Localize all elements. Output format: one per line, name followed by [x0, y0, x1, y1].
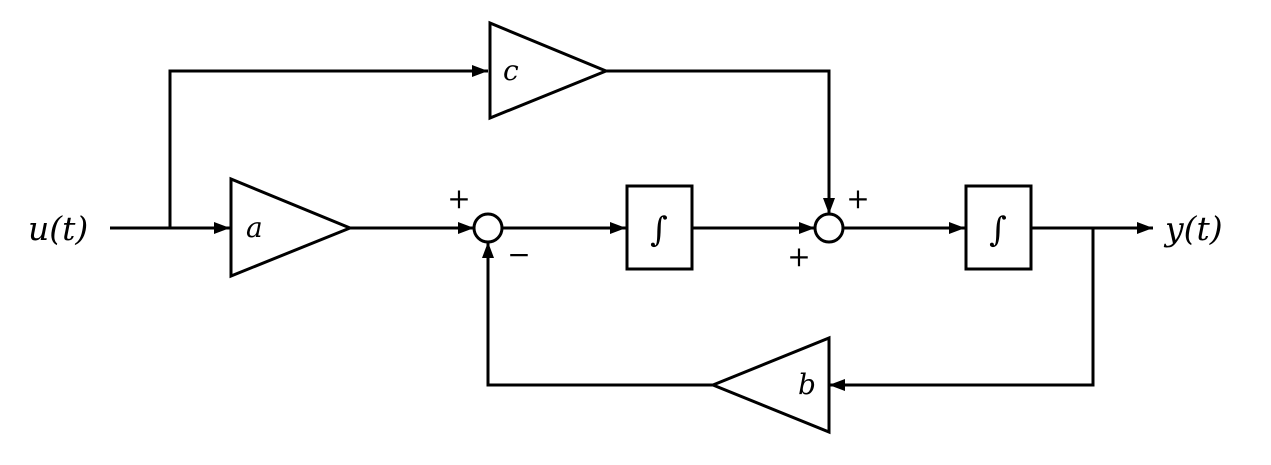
output-signal-label: y(t) — [1163, 209, 1223, 248]
sum2-top-sign: + — [846, 182, 869, 215]
sum1-bottom-sign: − — [507, 238, 530, 271]
integrator-1-symbol: ∫ — [650, 210, 668, 250]
integrator-2-box — [964, 184, 1033, 271]
summing-junction-1-circle — [472, 212, 504, 244]
integrator-block-1: ∫ — [625, 184, 694, 271]
wire-c-to-sum2 — [606, 69, 835, 214]
gain-block-c: c — [488, 20, 610, 121]
signal-wires — [110, 65, 1153, 391]
wire-output-to-b — [829, 228, 1095, 391]
wire-input-to-c — [168, 65, 488, 228]
integrator-2-symbol: ∫ — [989, 210, 1007, 250]
gain-a-label: a — [246, 211, 263, 244]
gain-a-triangle — [229, 176, 354, 279]
integrator-block-2: ∫ — [964, 184, 1033, 271]
sum2-bottom-sign: + — [787, 240, 810, 273]
wire-b-to-sum1 — [482, 242, 713, 387]
sum1-top-sign: + — [447, 182, 470, 215]
gain-b-triangle — [709, 335, 831, 435]
gain-c-triangle — [488, 20, 610, 121]
summing-junction-2-circle — [813, 212, 845, 244]
gain-c-label: c — [503, 54, 519, 87]
gain-block-b: b — [709, 335, 831, 435]
summing-junction-1: + − — [447, 182, 530, 271]
gain-b-label: b — [798, 368, 816, 401]
gain-block-a: a — [229, 176, 354, 279]
integrator-1-box — [625, 184, 694, 271]
input-signal-label: u(t) — [28, 209, 88, 248]
summing-junction-2: + + — [787, 182, 869, 273]
